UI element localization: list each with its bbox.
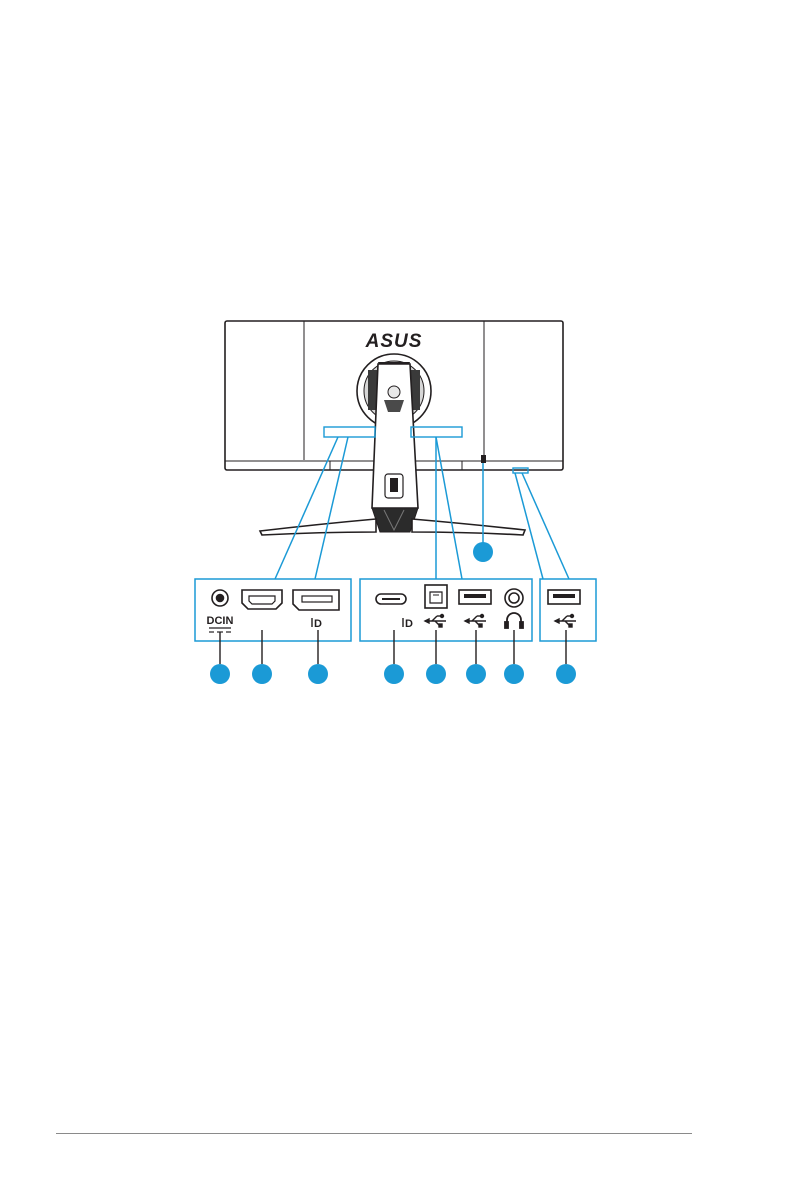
footer-rule <box>56 1133 692 1134</box>
callout-marker <box>308 664 328 684</box>
callout-marker <box>252 664 272 684</box>
panel-right <box>540 579 596 641</box>
brand-logo: ASUS <box>365 331 423 352</box>
svg-text:D: D <box>405 618 413 630</box>
callout-marker <box>426 664 446 684</box>
dc-in-label: DCIN <box>207 615 234 627</box>
displayport-symbol-icon: D <box>312 618 322 630</box>
callout-marker <box>556 664 576 684</box>
callout-marker <box>504 664 524 684</box>
stand-column <box>372 364 418 532</box>
callout-marker <box>210 664 230 684</box>
panel-middle <box>360 579 532 641</box>
rear-button <box>481 455 486 463</box>
callout-marker <box>473 542 493 562</box>
port-panels <box>195 579 596 641</box>
usb-c-displayport-symbol-icon: D <box>403 618 413 630</box>
svg-text:D: D <box>314 618 322 630</box>
callout-marker <box>466 664 486 684</box>
callout-marker <box>384 664 404 684</box>
